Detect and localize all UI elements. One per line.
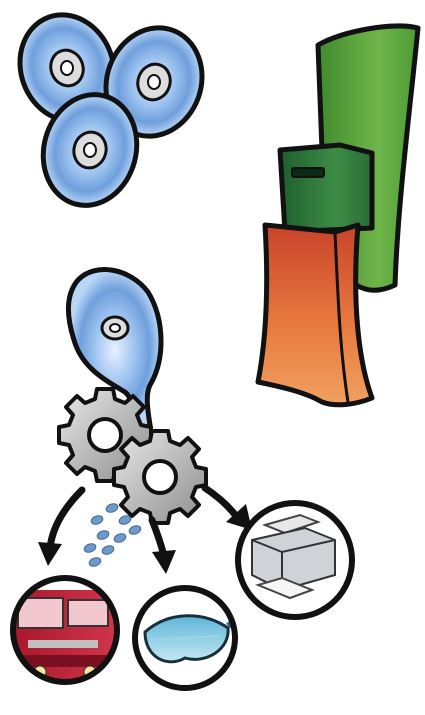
- printer-output: [238, 483, 352, 617]
- train-output: [5, 578, 135, 690]
- gears: [59, 389, 206, 523]
- tower-module: [280, 145, 372, 232]
- tower-slot: [292, 168, 324, 177]
- arrow-icon: [205, 488, 236, 516]
- arrow-icon: [50, 490, 82, 548]
- goggles-output: [135, 588, 239, 688]
- arrow-icon: [152, 520, 164, 556]
- gear-icon: [114, 431, 206, 523]
- disc-stack: [5, 2, 217, 216]
- tower-base: [258, 225, 372, 405]
- tower: [258, 26, 418, 405]
